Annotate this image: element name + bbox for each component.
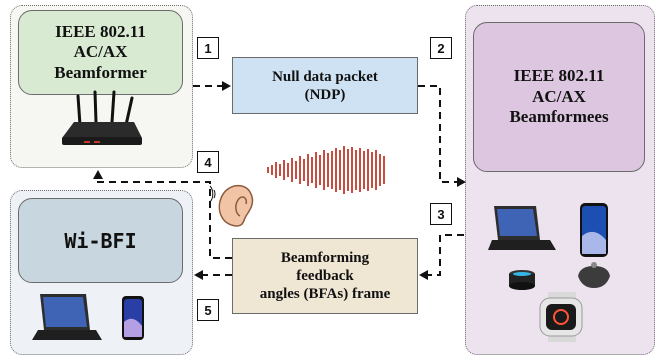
beamformer-line-3: Beamformer [54,62,147,82]
ndp-line-1: Null data packet [272,68,378,85]
smartphone-icon [580,203,608,257]
bfa-line-2: feedback [296,268,354,284]
bfa-box: Beamforming feedback angles (BFAs) frame [232,238,418,314]
beamformer-line-1: IEEE 802.11 [55,21,146,41]
ndp-line-2: (NDP) [304,86,346,103]
bfa-line-3: angles (BFAs) frame [259,286,391,302]
smartphone-icon [122,296,144,340]
laptop-icon [32,294,102,340]
wibfi-label: Wi-BFI [64,228,137,253]
bfa-line-1: Beamforming [280,250,370,266]
smart-speaker-icon [509,270,535,290]
ndp-box: Null data packet (NDP) [232,57,418,114]
step-2-label: 2 [430,37,452,59]
signal-wave-icon [267,146,385,194]
beamformees-box: IEEE 802.11 AC/AX Beamformees [473,22,645,172]
beamformer-box: IEEE 802.11 AC/AX Beamformer [18,10,183,95]
step-1-label: 1 [197,37,219,59]
beamformer-line-2: AC/AX [73,42,128,62]
wibfi-box: Wi-BFI [18,198,183,283]
wifi-router-icon [62,90,142,145]
laptop-icon [488,206,556,250]
beamformees-line-1: IEEE 802.11 [513,66,605,86]
step-4-label: 4 [197,151,219,173]
smartwatch-icon [539,292,583,342]
step-3-label: 3 [430,203,452,225]
smart-speaker-icon [578,262,610,288]
arrow-step-3 [419,234,464,280]
beamformees-line-3: Beamformees [509,107,609,127]
arrow-step-4 [93,170,232,259]
step-5-label: 5 [197,299,219,321]
ear-icon [209,184,254,227]
beamformees-line-2: AC/AX [532,86,586,106]
arrow-step-2 [418,85,466,187]
